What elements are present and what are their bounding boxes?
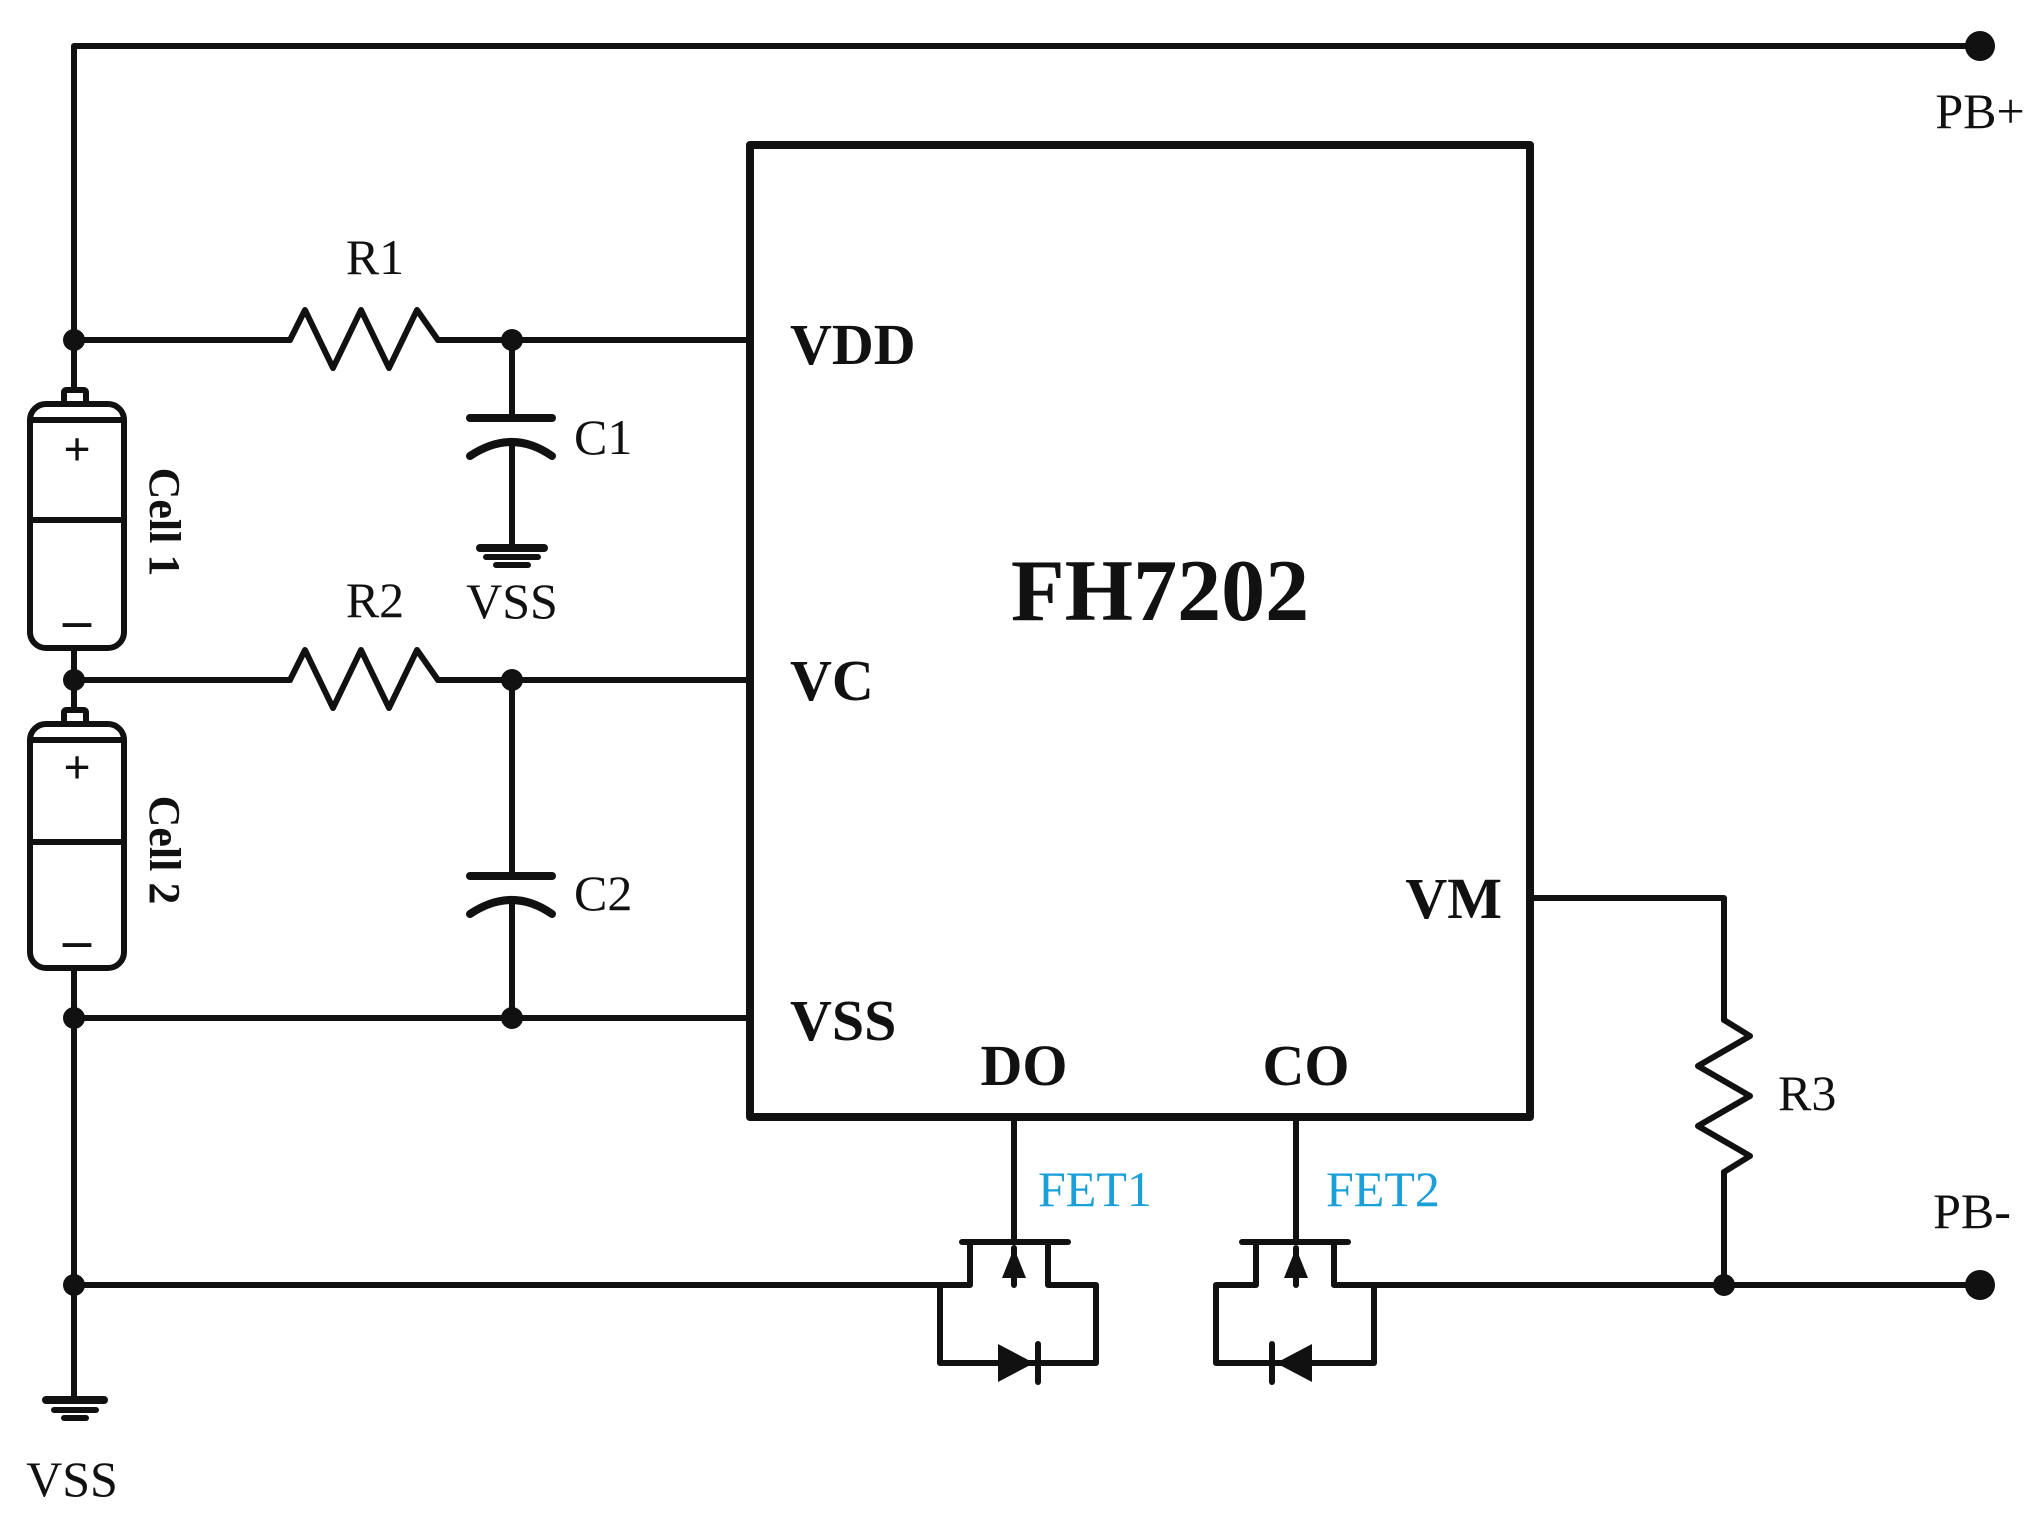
pin-vc: VC xyxy=(790,648,874,713)
pb-plus-terminal xyxy=(1965,31,1995,61)
battery-cell-1: + – Cell 1 xyxy=(27,387,189,651)
c1-label: C1 xyxy=(574,409,632,465)
chip-fh7202: FH7202 VDD VC VSS VM DO CO xyxy=(746,141,1534,1121)
pb-minus-label: PB- xyxy=(1933,1183,2011,1239)
resistor-r3 xyxy=(1695,1017,1753,1175)
battery-cell-2: + – Cell 2 xyxy=(27,707,189,971)
r2-label: R2 xyxy=(346,572,404,628)
pb-plus-rail: PB+ xyxy=(71,31,2025,343)
pin-do: DO xyxy=(981,1033,1068,1098)
ground-symbol: VSS xyxy=(26,1396,118,1507)
pin-co: CO xyxy=(1263,1033,1350,1098)
vss-net xyxy=(63,1007,753,1403)
cell1-plus: + xyxy=(63,423,90,476)
cell1-minus: – xyxy=(62,589,92,651)
fet2-label: FET2 xyxy=(1326,1161,1440,1217)
cell2-minus: – xyxy=(62,909,92,971)
pin-vss: VSS xyxy=(790,988,896,1053)
pin-vdd: VDD xyxy=(790,312,916,377)
r3-label: R3 xyxy=(1778,1065,1836,1121)
resistor-r2 xyxy=(287,647,441,711)
pb-minus-terminal xyxy=(1965,1270,1995,1300)
cell2-label: Cell 2 xyxy=(140,796,189,905)
pb-plus-label: PB+ xyxy=(1935,83,2024,139)
resistor-r1 xyxy=(287,307,441,371)
pb-minus-rail: PB- xyxy=(63,1183,2011,1300)
vss-c1-label: VSS xyxy=(466,573,558,629)
cell1-label: Cell 1 xyxy=(140,468,189,577)
mosfet-fet2: FET2 xyxy=(1213,1114,1440,1385)
chip-name: FH7202 xyxy=(1011,543,1309,640)
pin-vm: VM xyxy=(1405,866,1502,931)
capacitor-c2: C2 xyxy=(466,677,632,1029)
fet1-label: FET1 xyxy=(1038,1161,1152,1217)
r1-label: R1 xyxy=(346,229,404,285)
capacitor-c1: C1 VSS xyxy=(466,337,632,629)
vm-net: R3 xyxy=(1527,895,1836,1288)
mosfet-fet1: FET1 xyxy=(937,1114,1152,1385)
vc-net: R2 xyxy=(63,572,753,711)
cell2-plus: + xyxy=(63,741,90,794)
c2-label: C2 xyxy=(574,865,632,921)
vdd-net: R1 xyxy=(63,229,753,371)
vss-bottom-label: VSS xyxy=(26,1451,118,1507)
